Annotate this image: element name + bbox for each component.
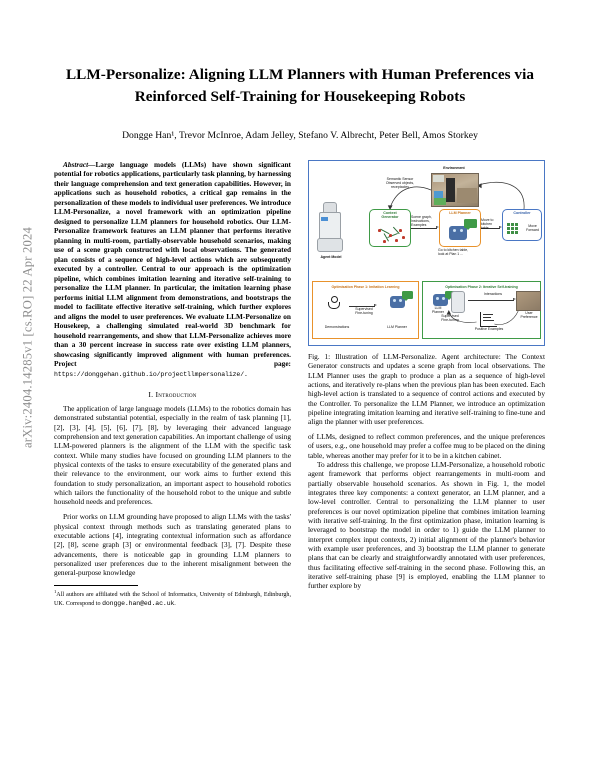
agent-robot-icon: [316, 202, 343, 252]
right-column: Environment Semantic Sensor Observed obj…: [308, 160, 545, 609]
phase-1-llm-robot-icon: [390, 296, 405, 308]
contact-email[interactable]: dongge.han@ed.ac.uk: [102, 599, 175, 607]
planner-output-caption: Go to kitchen table, look at Plan 1 ...: [438, 248, 469, 256]
arrowhead-context-to-planner: [436, 226, 439, 229]
abstract-text: Large language models (LLMs) have shown …: [54, 160, 291, 369]
intro-paragraph-1: The application of large language models…: [54, 404, 291, 507]
controller-inner-label: Move Forward: [526, 224, 539, 232]
llm-planner-robot-icon: [449, 226, 467, 240]
arrowhead-planner-to-controller: [499, 226, 502, 229]
author-names: Dongge Han¹, Trevor McInroe, Adam Jelley…: [122, 130, 478, 142]
section-heading-introduction: I. Introduction: [148, 390, 197, 400]
phase-1-speech-bubble-icon: [402, 291, 413, 302]
phase-1-planner-label: LLM Planner: [387, 325, 407, 329]
footnote-text-tail: .: [174, 600, 176, 607]
controller-grid-icon: [507, 223, 522, 237]
figure-1-caption: Fig. 1: Illustration of LLM-Personalize.…: [308, 352, 545, 427]
user-preference-label: User Preference: [520, 311, 538, 319]
phase-1-arrowhead: [374, 304, 377, 307]
context-to-planner-label: Scene graph, Instructions, Examples: [411, 215, 432, 227]
environment-thumbnail: [431, 173, 479, 207]
right-paragraph-2: To address this challenge, we propose LL…: [308, 460, 545, 591]
controller-label: Controller: [513, 211, 531, 215]
phase-2-interactions-arrow: [468, 300, 514, 301]
demonstrations-label: Demonstrations: [324, 325, 350, 329]
positive-examples-label: Positive Examples: [474, 327, 504, 331]
right-paragraph-1: of LLMs, designed to reflect common pref…: [308, 432, 545, 460]
phase-2-llm-robot-icon: [433, 294, 448, 306]
planner-to-controller-label: Move to kitchen table: [481, 218, 494, 230]
scene-graph-icon: [376, 226, 406, 244]
semantic-sensor-label: Semantic Sensor Observed objects, recept…: [385, 177, 415, 189]
llm-planner-label: LLM Planner: [449, 211, 471, 215]
figure-caption-text: Illustration of LLM-Personalize. Agent a…: [308, 352, 545, 427]
author-list: Dongge Han¹, Trevor McInroe, Adam Jelley…: [54, 130, 546, 141]
footnote-text: All authors are affiliated with the Scho…: [54, 592, 291, 607]
llm-planner-node: LLM Planner: [439, 209, 481, 247]
project-page-link[interactable]: https://donggehan.github.io/projectllmpe…: [54, 370, 248, 378]
phase-2-environment-thumbnail: [516, 291, 541, 311]
phase-1-arrow: [349, 306, 375, 307]
agent-model-label: Agent Model: [320, 255, 342, 259]
two-column-body: Abstract—Large language models (LLMs) ha…: [54, 160, 546, 609]
phase-1-arrow-label: Supervised Fine-tuning: [355, 307, 373, 315]
abstract-paragraph: Abstract—Large language models (LLMs) ha…: [54, 160, 291, 379]
positive-examples-icon: [480, 312, 497, 327]
footnote-marker: 1: [54, 589, 57, 594]
demonstration-person-icon: [327, 296, 341, 310]
optimisation-phases: Optimisation Phase 1: Imitation Learning…: [312, 281, 541, 339]
phase-2-agent-icon: [451, 291, 465, 313]
footnote-separator: [54, 584, 138, 586]
phase-2-interactions-arrowhead: [513, 298, 516, 301]
context-generator-label: Context Generator: [381, 211, 399, 219]
phase-2-arrow-label: Supervised Fine-tuning: [441, 314, 459, 322]
phase-1-title: Optimisation Phase 1: Imitation Learning: [331, 284, 400, 289]
context-generator-node: Context Generator: [369, 209, 411, 247]
paper-page: LLM-Personalize: Aligning LLM Planners w…: [54, 0, 546, 776]
figure-diagram: Environment Semantic Sensor Observed obj…: [312, 164, 542, 282]
arrow-planner-to-controller: [481, 228, 500, 229]
page-title: LLM-Personalize: Aligning LLM Planners w…: [66, 66, 534, 106]
phase-2-planner-label: LLM Planner: [431, 306, 445, 314]
interactions-label: Interactions: [483, 292, 503, 296]
phase-2-panel: Optimisation Phase 2: Iterative Self-tra…: [422, 281, 541, 339]
environment-label: Environment: [443, 166, 465, 170]
planner-speech-bubble-icon: [464, 219, 477, 231]
phase-2-title: Optimisation Phase 2: Iterative Self-tra…: [445, 284, 518, 289]
phase-1-panel: Optimisation Phase 1: Imitation Learning…: [312, 281, 419, 339]
abstract-heading: Abstract—: [63, 160, 96, 169]
phase-2-speech-bubble-icon: [445, 291, 455, 301]
figure-1: Environment Semantic Sensor Observed obj…: [308, 160, 545, 346]
intro-paragraph-2: Prior works on LLM grounding have propos…: [54, 512, 291, 578]
arxiv-identifier-stamp: arXiv:2404.14285v1 [cs.RO] 22 Apr 2024: [20, 227, 35, 448]
title-block: LLM-Personalize: Aligning LLM Planners w…: [54, 0, 546, 141]
arrow-context-to-planner: [411, 228, 437, 229]
left-column: Abstract—Large language models (LLMs) ha…: [54, 160, 291, 609]
controller-node: Controller Move Forward: [502, 209, 542, 241]
footnote: 1All authors are affiliated with the Sch…: [54, 589, 291, 609]
figure-caption-label: Fig. 1:: [308, 352, 331, 361]
